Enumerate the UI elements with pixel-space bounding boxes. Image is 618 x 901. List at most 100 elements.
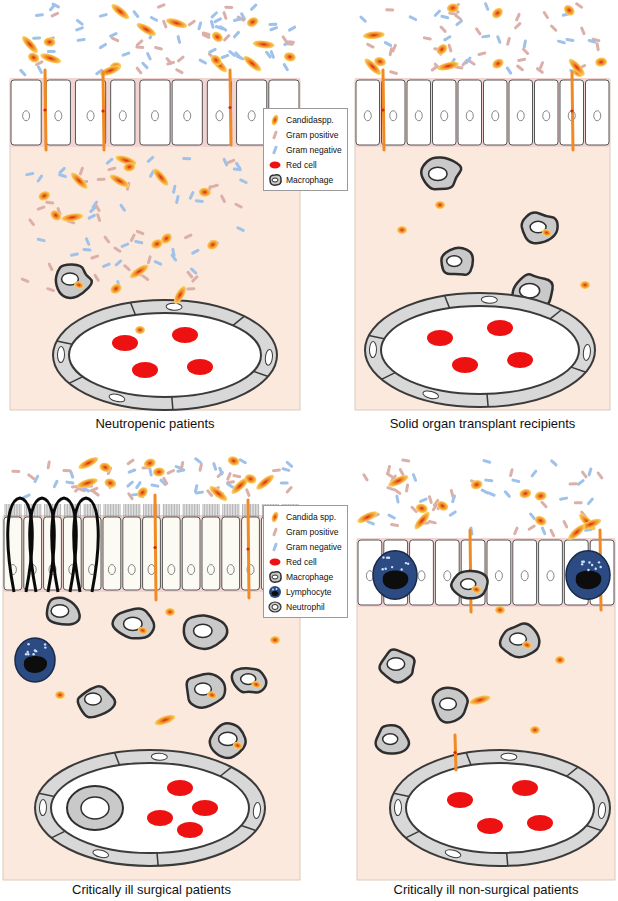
candida-cell (172, 284, 189, 305)
endothelial-junction (487, 394, 488, 407)
endothelial-junction (571, 367, 586, 372)
microvillus (133, 504, 134, 517)
candida-cell (415, 502, 429, 514)
epithelial-cell (140, 80, 170, 145)
bacterium-rod (408, 15, 417, 22)
vessel-lumen (406, 763, 594, 853)
lymphocyte (269, 586, 281, 598)
endothelial-junction (115, 753, 120, 765)
bacterium-rod (220, 54, 229, 60)
bacterium-rod (127, 468, 136, 474)
microvillus (158, 504, 159, 517)
bacterium-rod (383, 41, 392, 48)
candida-cell (437, 60, 460, 72)
lymphocyte-granule (400, 568, 402, 570)
legend-box: Candidaspp.Gram positiveGram negativeRed… (263, 108, 348, 191)
bacterium-rod (595, 42, 600, 51)
bacterium-rod (521, 47, 529, 56)
candida-cell (153, 712, 176, 727)
bacterium-rod (91, 489, 100, 497)
bacterium-rod (464, 56, 472, 65)
bacterium-rod (51, 2, 60, 9)
legend-icon (267, 570, 283, 584)
bacterium-rod (223, 34, 231, 43)
candida-cell (435, 201, 445, 209)
bacterium-rod (213, 17, 222, 24)
bacterium-rod (175, 68, 184, 75)
microvillus (224, 504, 225, 517)
epithelial-nucleus (168, 565, 175, 575)
bacterium-rod (36, 65, 43, 74)
bacterium-rod (224, 6, 233, 9)
bacterium-rod (82, 248, 91, 252)
candida-cell (61, 212, 84, 223)
red-cell (187, 359, 213, 375)
candida-cell (241, 54, 263, 74)
bacterium-rod (219, 25, 228, 33)
bacterium-rod (165, 57, 173, 66)
lymphocyte-nucleus (383, 571, 409, 590)
macrophage (232, 668, 266, 692)
candida-cell (48, 208, 63, 223)
endothelial-junction (69, 377, 83, 384)
lymphocyte-granule (272, 588, 274, 590)
vessel-lumen (69, 313, 261, 397)
lymphocyte-granule (25, 653, 27, 655)
endothelial-nucleus (151, 753, 167, 761)
vessel-wall (35, 750, 265, 866)
endothelial-junction (220, 767, 231, 776)
legend-text: Lymphocyte (286, 587, 332, 597)
epithelial-nucleus (207, 565, 214, 575)
legend-icon (267, 173, 283, 187)
endothelial-junction (466, 753, 471, 765)
macrophage (421, 157, 461, 189)
epithelial-nucleus (495, 571, 502, 581)
microvillus (203, 504, 204, 517)
bacterium-rod (194, 457, 203, 465)
epithelial-cell (433, 80, 457, 145)
legend-row: Macrophage (267, 172, 342, 187)
epithelial-nucleus (594, 111, 601, 121)
microvillus (197, 504, 198, 517)
bacterium-rod (282, 63, 289, 72)
bacterium-rod (580, 470, 588, 479)
lymphocyte-granule (405, 562, 407, 564)
microvillus (67, 504, 68, 517)
endothelial-nucleus (598, 802, 607, 819)
microvillus (17, 504, 18, 517)
bacterium-rod (134, 240, 143, 245)
basement-band (10, 78, 300, 147)
bacterium-rod (362, 473, 369, 482)
bacterium-rod (146, 155, 155, 163)
epithelial-cell (356, 80, 380, 145)
red-cell (112, 335, 138, 351)
legend-text: Gram negative (286, 542, 342, 552)
microvillus (69, 504, 70, 517)
bacterium-rod (587, 39, 596, 44)
microvillus (90, 504, 91, 517)
bacterium-rod (84, 237, 90, 246)
legend-row: Red cell (267, 554, 342, 569)
bacterium-rod (50, 11, 59, 17)
bacterium-rod (236, 226, 245, 233)
microvillus (146, 504, 147, 517)
candida-cell (143, 457, 157, 470)
candida-cell (283, 51, 297, 63)
lymphocyte-granule (391, 566, 393, 568)
legend-row: Candidaspp. (267, 112, 342, 127)
macrophage (113, 609, 155, 639)
legend-icon (267, 600, 283, 614)
microvillus (120, 504, 121, 517)
lymphocyte-granule (382, 568, 384, 570)
macrophage-nucleus (440, 698, 457, 710)
bacterium-rod (474, 27, 482, 36)
candida-cell (77, 455, 100, 472)
bacterium-rod (154, 46, 163, 51)
candida-cell (470, 585, 482, 595)
legend-row: Gram positive (267, 524, 342, 539)
candida-cell (250, 680, 262, 690)
candida-cell (39, 51, 62, 65)
microvillus (115, 504, 116, 517)
endothelial-nucleus (583, 344, 592, 361)
epithelial-nucleus (188, 565, 195, 575)
